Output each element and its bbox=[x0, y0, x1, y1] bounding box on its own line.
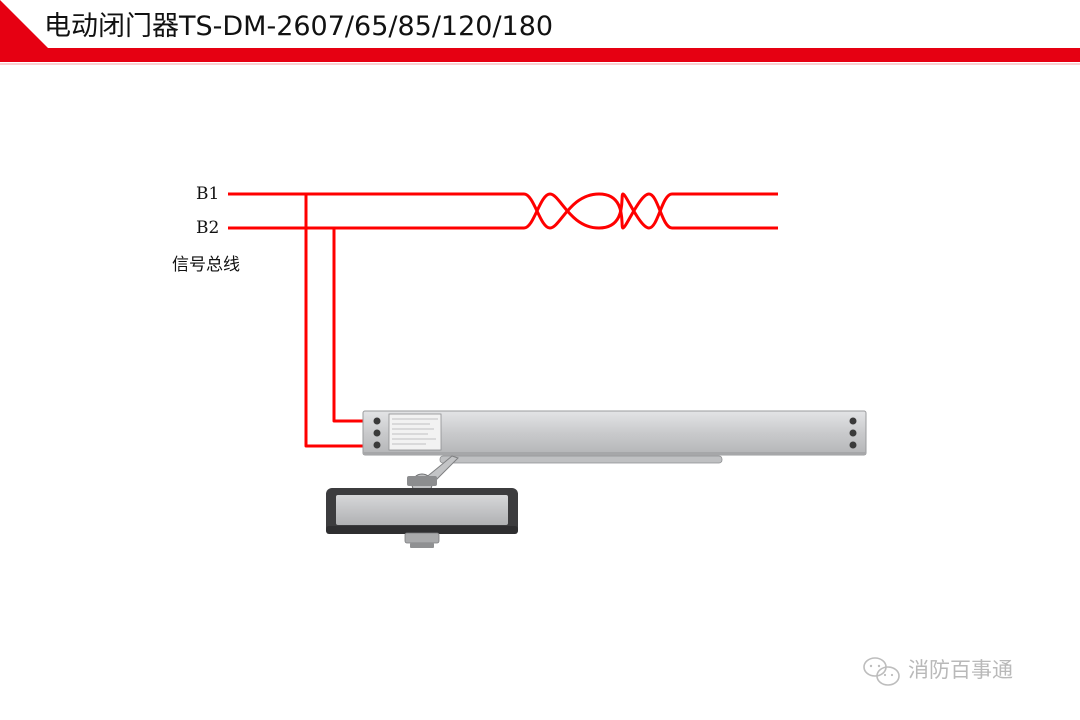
signal-bus bbox=[228, 192, 778, 448]
bus-caption: 信号总线 bbox=[172, 255, 240, 275]
page-title: 电动闭门器TS-DM-2607/65/85/120/180 bbox=[44, 11, 554, 42]
twisted-pair-strand-2 bbox=[523, 192, 673, 230]
closer-spindle bbox=[404, 532, 440, 544]
closer-body-bottom bbox=[326, 526, 518, 534]
rail-screw bbox=[373, 429, 381, 437]
rail-bottom-edge bbox=[363, 452, 866, 455]
nameplate-label bbox=[388, 413, 442, 451]
drop-wire-b1 bbox=[304, 194, 364, 448]
wechat-icon bbox=[863, 657, 900, 686]
header-red-bar bbox=[0, 48, 1080, 62]
closer-body-panel bbox=[336, 495, 508, 525]
twisted-pair-strand-1 bbox=[523, 192, 673, 230]
watermark: 消防百事通 bbox=[862, 654, 1013, 684]
rail-screw bbox=[849, 417, 857, 425]
bus-label-b2: B2 bbox=[196, 218, 220, 238]
bus-label-b1: B1 bbox=[196, 184, 220, 204]
rail-screw bbox=[849, 441, 857, 449]
rail-screw bbox=[373, 441, 381, 449]
arm-pivot-cap bbox=[407, 476, 437, 486]
slide-track bbox=[439, 455, 723, 464]
drop-wire-b2 bbox=[332, 228, 364, 423]
door-closer-device bbox=[326, 410, 867, 548]
watermark-text: 消防百事通 bbox=[908, 658, 1013, 682]
closer-spindle-base bbox=[410, 543, 434, 548]
header-corner-triangle bbox=[0, 0, 48, 48]
nameplate-lines bbox=[392, 418, 438, 445]
rail-screw bbox=[373, 417, 381, 425]
rail-screw bbox=[849, 429, 857, 437]
